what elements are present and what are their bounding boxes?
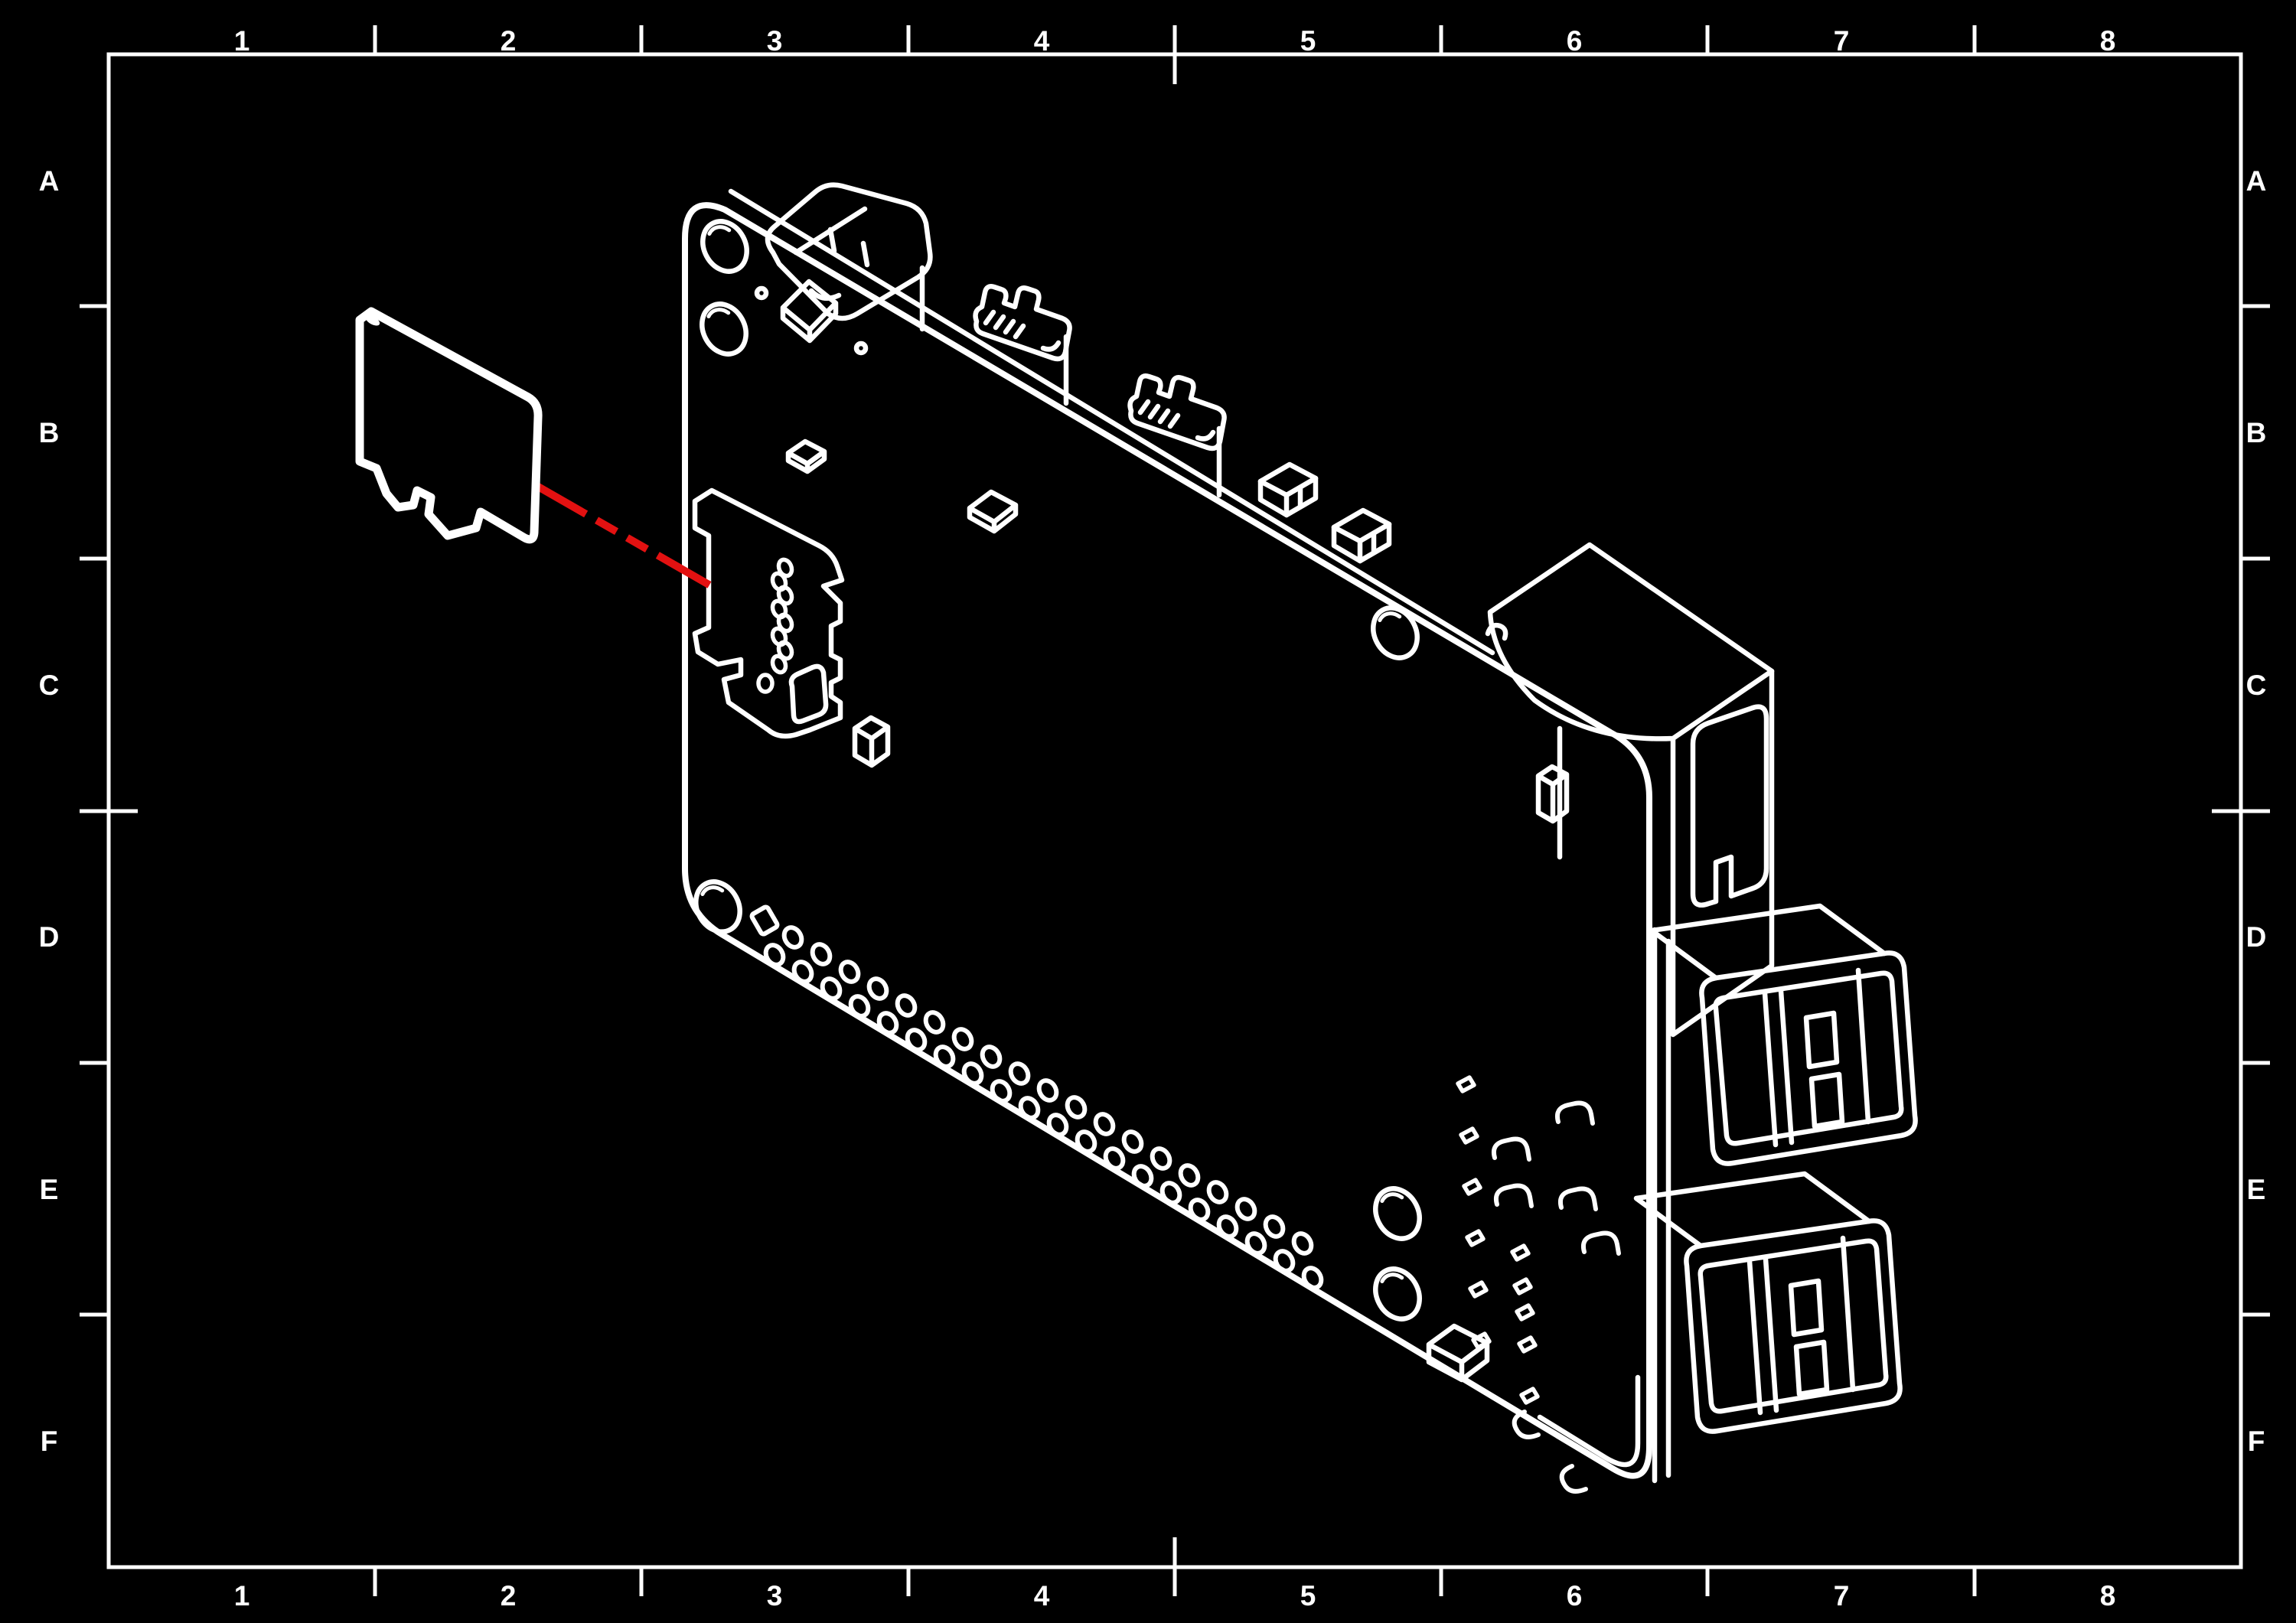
grid-label: E (40, 1174, 59, 1205)
grid-label: 4 (1034, 1580, 1050, 1612)
circuit-board (682, 182, 1916, 1491)
sd-slot-contacts (770, 558, 794, 674)
microsd-card-gloss-dot (365, 315, 380, 326)
edge-connector-a (976, 286, 1070, 406)
microsd-card-body (355, 307, 543, 544)
usb-back-edges (1652, 927, 1671, 1484)
leader-line (532, 481, 713, 589)
grid-label: 1 (234, 25, 250, 57)
drawing-frame: 1 2 3 4 5 6 7 8 1 2 3 4 5 6 7 8 A B C D … (39, 25, 2270, 1612)
microsd-card (355, 307, 543, 544)
grid-labels-right: A B C D E F (2246, 165, 2267, 1457)
hdmi-connector (765, 182, 933, 332)
grid-label: 1 (234, 1580, 250, 1612)
grid-label: 8 (2100, 1580, 2116, 1612)
smd-components (754, 279, 1570, 1383)
grid-label: 8 (2100, 25, 2116, 57)
edge-connector-b (1130, 376, 1225, 498)
grid-label: 2 (501, 1580, 517, 1612)
grid-label: 6 (1567, 25, 1583, 57)
ethernet-jack (1487, 542, 1775, 1038)
grid-labels-bottom: 1 2 3 4 5 6 7 8 (234, 1580, 2116, 1612)
grid-labels-left: A B C D E F (39, 165, 60, 1457)
grid-label: 6 (1567, 1580, 1583, 1612)
grid-labels-top: 1 2 3 4 5 6 7 8 (234, 25, 2116, 57)
grid-label: 2 (501, 25, 517, 57)
grid-label: D (39, 921, 60, 953)
grid-label: 5 (1300, 25, 1316, 57)
grid-label: D (2246, 921, 2267, 953)
grid-label: F (2248, 1426, 2265, 1457)
grid-label: B (2246, 417, 2267, 448)
grid-label: A (39, 165, 60, 197)
grid-label: 5 (1300, 1580, 1316, 1612)
pcb-edge-accent (728, 188, 1495, 656)
grid-label: 4 (1034, 25, 1050, 57)
grid-label: E (2247, 1174, 2266, 1205)
grid-label: 3 (767, 1580, 783, 1612)
grid-label: 3 (767, 25, 783, 57)
grid-label: F (41, 1426, 58, 1457)
frame-ticks (80, 25, 2270, 1596)
pcb-corner-accent (1537, 1374, 1641, 1468)
grid-label: 7 (1834, 25, 1850, 57)
grid-label: C (39, 670, 60, 701)
grid-label: C (2246, 670, 2267, 701)
grid-label: B (39, 417, 60, 448)
grid-label: 7 (1834, 1580, 1850, 1612)
microsd-slot (692, 487, 845, 739)
grid-label: A (2246, 165, 2267, 197)
